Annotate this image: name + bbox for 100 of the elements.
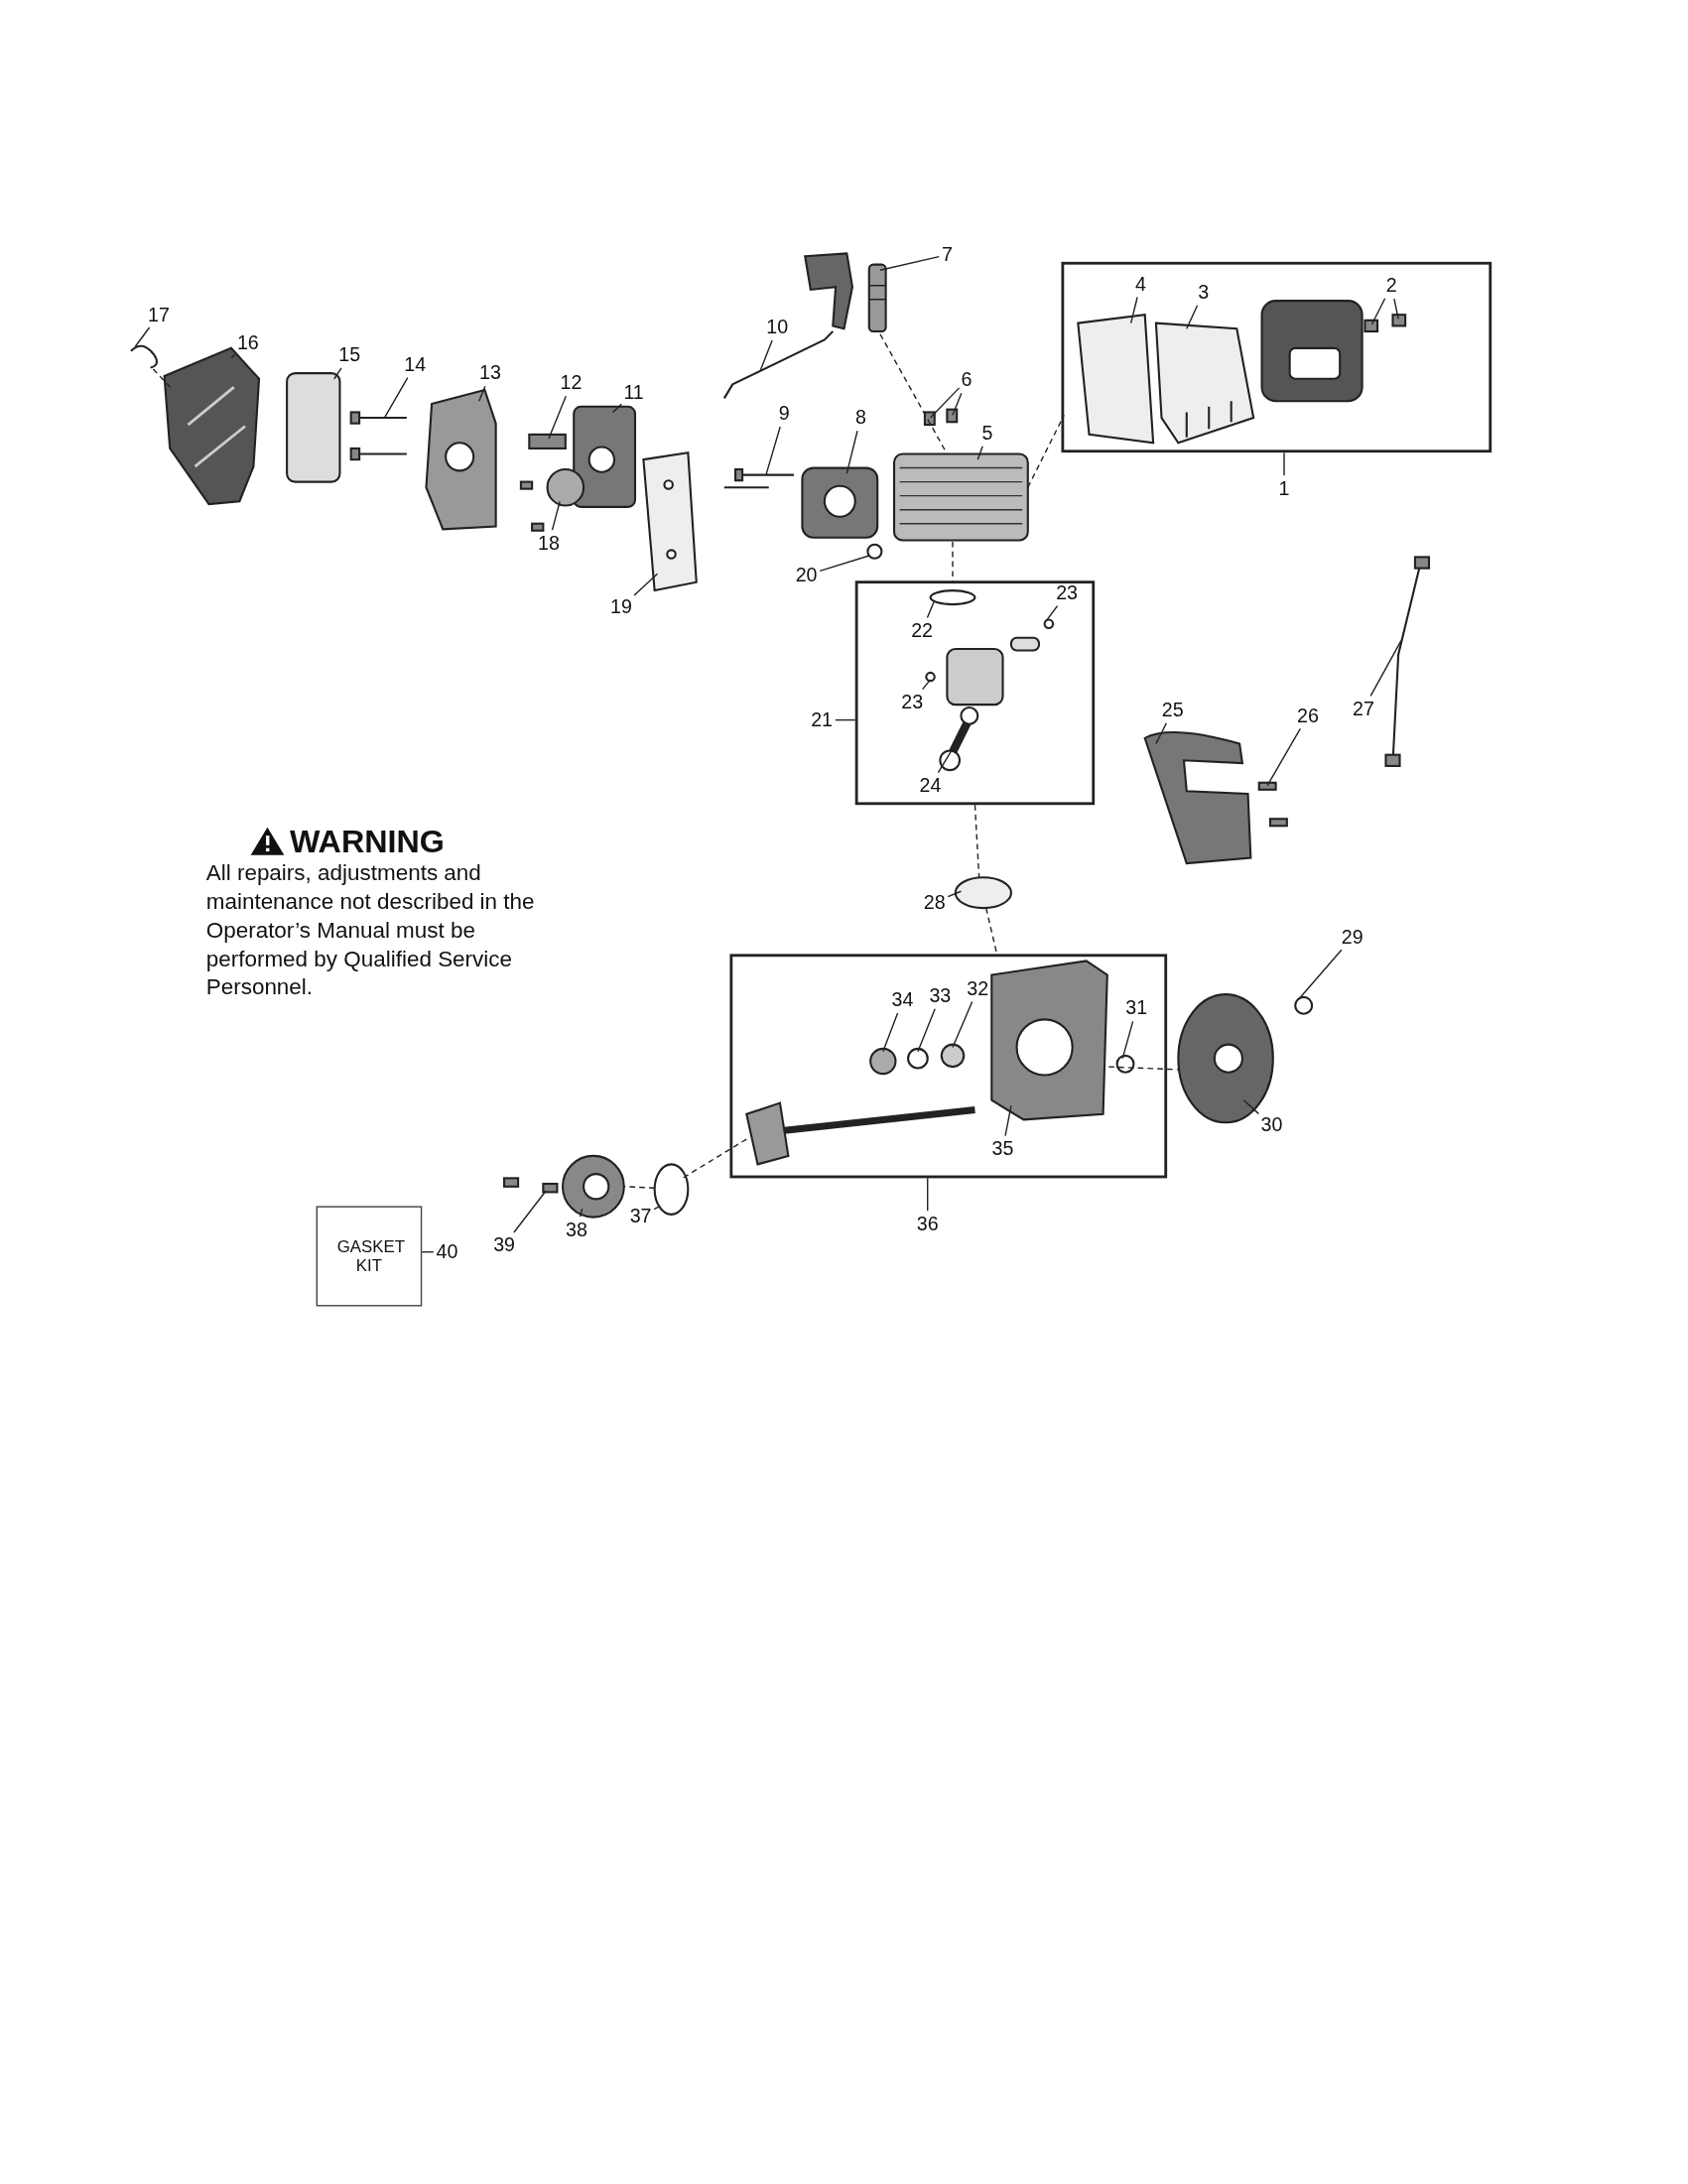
leader-line xyxy=(1129,296,1138,324)
gasket-drawing xyxy=(954,875,1013,910)
leader-line xyxy=(421,1251,435,1253)
callout-number: 14 xyxy=(404,354,427,376)
callout-number: 8 xyxy=(854,407,866,429)
callout-number: 31 xyxy=(1125,997,1148,1019)
leader-line xyxy=(759,339,773,372)
spark-plug-drawing xyxy=(867,263,888,333)
leader-line xyxy=(513,1190,547,1233)
heat-shield-drawing xyxy=(1076,313,1155,445)
callout-number: 40 xyxy=(436,1241,458,1263)
callout-number: 16 xyxy=(236,331,259,353)
cylinder-drawing xyxy=(892,452,1030,542)
warning-heading: WARNING xyxy=(289,824,445,858)
callout-number: 17 xyxy=(148,304,170,325)
o-ring-drawing xyxy=(1115,1054,1135,1075)
group-frame xyxy=(729,954,1168,1179)
callout-number: 30 xyxy=(1260,1114,1283,1136)
carburetor-drawing xyxy=(572,405,637,509)
bracket-drawing xyxy=(425,388,498,531)
callout-number: 7 xyxy=(941,244,953,266)
callout-number: 22 xyxy=(911,620,934,642)
leader-line xyxy=(947,890,963,898)
bearing-housing-drawing xyxy=(561,1154,626,1220)
gasket-drawing xyxy=(527,433,568,450)
leader-line xyxy=(1186,305,1199,329)
callout-number: 3 xyxy=(1198,282,1210,304)
washer-drawing xyxy=(1293,995,1314,1016)
leader-line xyxy=(929,387,961,419)
leader-line xyxy=(1045,604,1059,622)
screw-drawing xyxy=(923,411,937,427)
callout-number: 1 xyxy=(1278,478,1290,500)
callout-number: 19 xyxy=(610,596,632,618)
callout-number: 18 xyxy=(538,532,560,554)
leader-line xyxy=(579,1208,584,1218)
clip-drawing xyxy=(1043,618,1055,630)
assembly-line xyxy=(682,1138,747,1180)
callout-number: 25 xyxy=(1161,700,1184,721)
leader-line xyxy=(1004,1104,1012,1137)
leader-line xyxy=(921,679,932,691)
primer-bulb-drawing xyxy=(546,467,585,507)
callout-number: 23 xyxy=(901,691,924,712)
callout-number: 10 xyxy=(766,317,789,338)
screw-drawing xyxy=(1391,313,1407,327)
leader-line xyxy=(1266,727,1301,787)
leader-line xyxy=(230,353,236,359)
screw-drawing xyxy=(946,408,959,424)
screw-drawing xyxy=(541,1182,559,1194)
seal-drawing xyxy=(940,1043,966,1069)
o-ring-drawing xyxy=(653,1162,690,1217)
leader-line xyxy=(1297,949,1343,1001)
callout-number: 37 xyxy=(629,1205,652,1226)
kit-box xyxy=(316,1206,423,1307)
leader-line xyxy=(548,395,567,440)
leader-line xyxy=(134,326,151,348)
callout-number: 36 xyxy=(916,1214,939,1235)
leader-line xyxy=(845,430,858,474)
leader-line xyxy=(1155,722,1167,745)
piston-ring-drawing xyxy=(929,588,976,606)
callout-number: 35 xyxy=(991,1138,1014,1160)
leader-line xyxy=(976,446,983,460)
assembly-line xyxy=(952,541,954,583)
connecting-rod-drawing xyxy=(938,706,979,772)
callout-number: 15 xyxy=(338,344,361,366)
callout-number: 20 xyxy=(795,565,818,586)
crankshaft-drawing xyxy=(744,1101,976,1166)
leader-line xyxy=(1121,1020,1134,1060)
muffler-gasket-drawing xyxy=(1154,321,1255,445)
clip-drawing xyxy=(924,671,937,683)
callout-number: 28 xyxy=(923,891,946,913)
bolt-drawing xyxy=(733,467,796,482)
warning-text: All repairs, adjustments and maintenance not described in the Operator’s Manual must be performed by Qualified Service Personnel. xyxy=(205,859,536,1001)
leader-line xyxy=(927,1177,929,1213)
group-frame xyxy=(1061,261,1493,453)
leader-line xyxy=(952,1000,974,1049)
hose-drawing xyxy=(129,343,159,369)
callout-number: 39 xyxy=(493,1234,515,1256)
callout-number: 38 xyxy=(566,1219,587,1240)
assembly-line xyxy=(623,1186,656,1189)
leader-line xyxy=(383,376,409,419)
callout-number: 33 xyxy=(929,985,952,1007)
plate-drawing xyxy=(642,450,699,592)
bolt-drawing xyxy=(349,411,409,426)
leader-line xyxy=(478,385,486,402)
callout-number: 26 xyxy=(1296,705,1319,726)
leader-line xyxy=(551,500,561,531)
screw-drawing xyxy=(1257,781,1277,792)
leader-line xyxy=(882,1012,899,1053)
leader-line xyxy=(926,599,936,619)
leader-line xyxy=(653,1205,661,1211)
seal-drawing xyxy=(906,1047,930,1070)
crankcase-drawing xyxy=(989,960,1109,1121)
air-filter-drawing xyxy=(285,371,341,483)
assembly-line xyxy=(974,804,980,878)
leader-line xyxy=(1242,1099,1260,1115)
screw-drawing xyxy=(1363,319,1379,333)
leader-line xyxy=(879,255,940,271)
callout-number: 27 xyxy=(1353,698,1374,719)
intake-drawing xyxy=(801,466,879,540)
leader-line xyxy=(765,426,781,476)
